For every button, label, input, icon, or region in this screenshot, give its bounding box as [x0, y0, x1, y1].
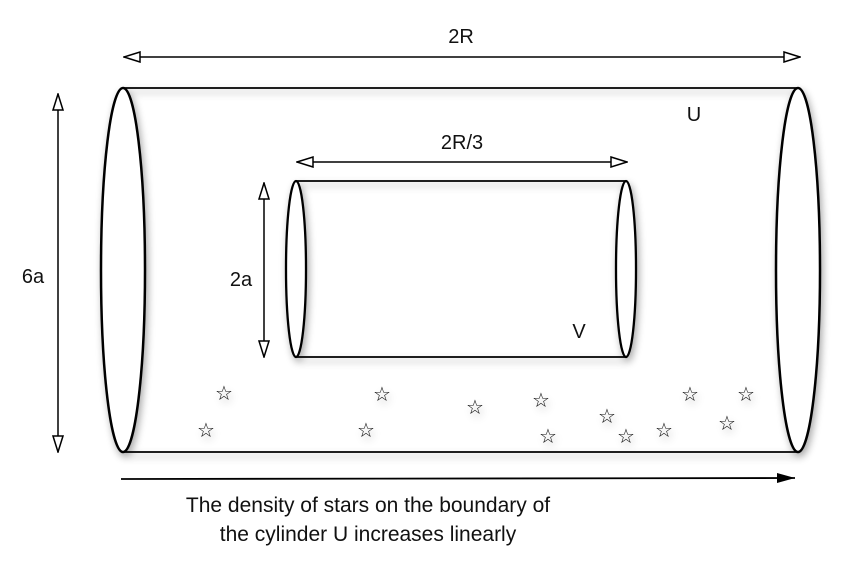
star: ☆	[532, 388, 550, 412]
outer-cylinder-name: U	[687, 104, 701, 126]
star: ☆	[215, 381, 233, 405]
outer-length-label: 2R	[448, 26, 474, 48]
inner-cylinder-name: V	[572, 321, 586, 343]
outer-right-ellipse	[774, 86, 822, 454]
inner-height-label: 2a	[230, 269, 253, 291]
star: ☆	[737, 382, 755, 406]
inner-right-ellipse	[614, 179, 638, 359]
star: ☆	[718, 411, 736, 435]
inner-left-ellipse	[284, 179, 308, 359]
stars-group: ☆ ☆ ☆ ☆ ☆ ☆ ☆ ☆ ☆ ☆ ☆ ☆ ☆	[197, 381, 755, 448]
star: ☆	[466, 395, 484, 419]
outer-left-ellipse	[99, 86, 147, 454]
star: ☆	[681, 382, 699, 406]
caption-line-1: The density of stars on the boundary of	[186, 494, 550, 517]
inner-length-label: 2R/3	[441, 132, 483, 154]
outer-height-label: 6a	[22, 266, 45, 288]
star: ☆	[357, 418, 375, 442]
star: ☆	[655, 418, 673, 442]
star: ☆	[617, 424, 635, 448]
star: ☆	[598, 404, 616, 428]
star: ☆	[539, 424, 557, 448]
outer-cylinder-U	[99, 86, 822, 454]
star: ☆	[197, 418, 215, 442]
caption-line-2: the cylinder U increases linearly	[220, 523, 517, 546]
star: ☆	[373, 382, 391, 406]
density-gradient-arrow	[120, 473, 796, 484]
inner-cylinder-V	[284, 179, 638, 359]
